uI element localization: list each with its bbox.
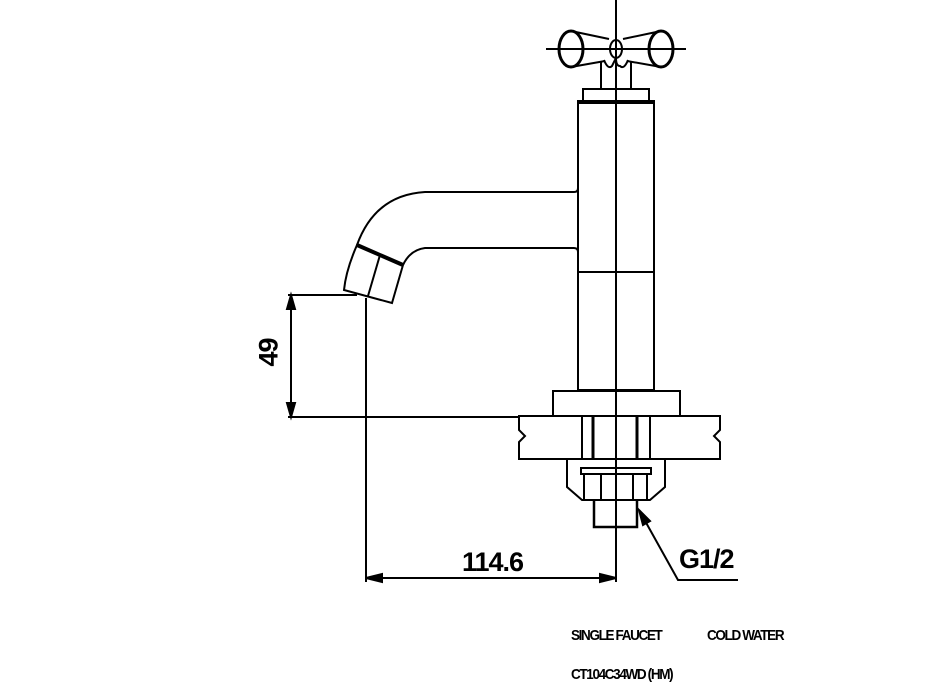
cross-handle xyxy=(546,29,686,89)
height-dimension-label: 49 xyxy=(253,338,284,367)
product-type-label: SINGLE FAUCET xyxy=(571,627,663,644)
water-type-label: COLD WATER xyxy=(707,627,785,644)
dimension-lines xyxy=(285,291,738,584)
reach-dimension-label: 114.6 xyxy=(462,547,524,577)
base-mounting xyxy=(518,390,721,529)
thread-size-label: G1/2 xyxy=(679,544,735,574)
spout xyxy=(342,187,579,305)
model-number-label: CT104C34WD (HM) xyxy=(571,666,674,683)
